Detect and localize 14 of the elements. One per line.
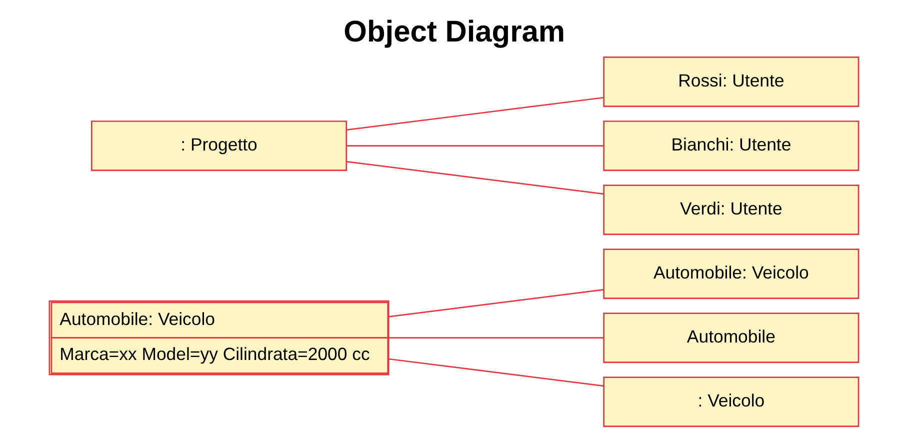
node-box: Automobile: Veicolo <box>603 248 860 299</box>
node-box: Verdi: Utente <box>603 184 860 235</box>
connector <box>346 96 604 131</box>
connector <box>388 358 604 387</box>
node-box: : Progetto <box>91 120 348 171</box>
node-box: Rossi: Utente <box>603 56 860 107</box>
connector <box>346 161 604 195</box>
connector <box>388 289 604 318</box>
connector <box>346 145 604 146</box>
diagram-title: Object Diagram <box>344 16 566 49</box>
node-box: Automobile <box>603 312 860 364</box>
connector <box>388 337 604 338</box>
node-box: Bianchi: Utente <box>603 120 860 171</box>
node-box: : Veicolo <box>603 376 860 428</box>
